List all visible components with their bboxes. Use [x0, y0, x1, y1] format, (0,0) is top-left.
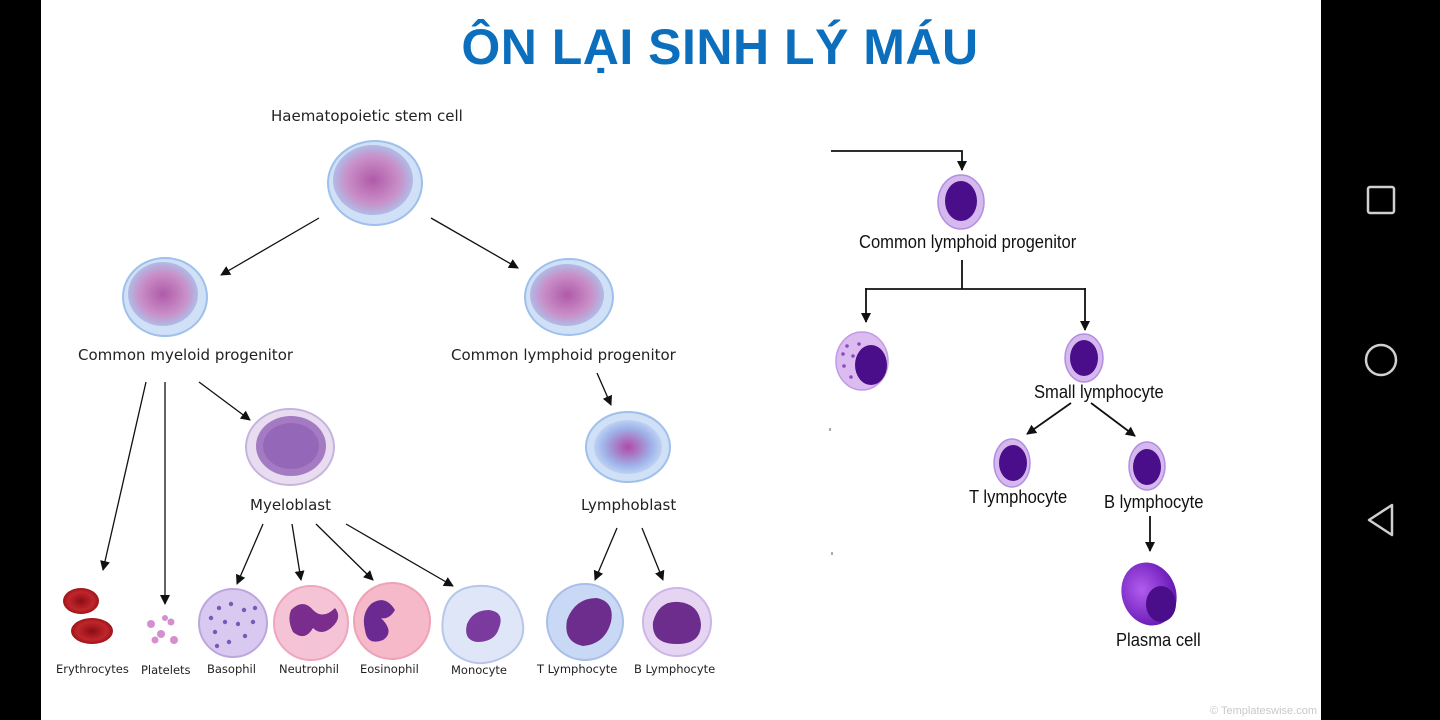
- home-icon: [1364, 343, 1397, 377]
- natural-killer-cell-icon: [835, 331, 889, 391]
- plasma-cell-label: Plasma cell: [1116, 630, 1201, 650]
- page-title: ÔN LẠI SINH LÝ MÁU: [461, 19, 979, 75]
- back-icon: [1367, 503, 1393, 537]
- diagram-graphics: [63, 140, 1177, 665]
- t-lymphocyte-label: T Lymphocyte: [537, 662, 618, 676]
- android-nav-bar: [1321, 0, 1440, 720]
- recent-apps-button[interactable]: [1321, 170, 1440, 230]
- recent-apps-icon: [1366, 185, 1395, 215]
- b-lymphocyte-small-cell-icon: [1128, 441, 1166, 491]
- basophil-label: Basophil: [207, 662, 256, 676]
- b-lymphocyte-cell-icon: [642, 587, 712, 657]
- small-lymphocyte-cell-icon: [1064, 333, 1104, 383]
- t-lymphocyte-small-cell-icon: [993, 438, 1031, 488]
- myeloid-progenitor-cell-icon: [122, 257, 208, 337]
- platelets-label: Platelets: [141, 663, 191, 677]
- platelets-icon: [147, 615, 178, 644]
- stem-cell-label: Haematopoietic stem cell: [271, 107, 463, 125]
- monocyte-icon: [441, 584, 525, 665]
- eosinophil-icon: [353, 582, 431, 660]
- plasma-cell-icon: [1121, 562, 1177, 626]
- lymphoblast-cell-icon: [585, 411, 671, 483]
- lymphoblast-label: Lymphoblast: [581, 496, 677, 514]
- b-lymphocyte-right-label: B lymphocyte: [1104, 492, 1204, 512]
- back-button[interactable]: [1321, 490, 1440, 550]
- myeloblast-cell-icon: [245, 408, 335, 486]
- monocyte-label: Monocyte: [451, 663, 507, 677]
- erythrocytes-icon: [63, 588, 113, 644]
- myeloid-progenitor-label: Common myeloid progenitor: [78, 346, 294, 364]
- right-lymphoid-progenitor-label: Common lymphoid progenitor: [859, 232, 1077, 252]
- lymphoid-progenitor-cell-icon: [524, 258, 614, 336]
- stem-cell-icon: [327, 140, 423, 226]
- myeloblast-label: Myeloblast: [250, 496, 331, 514]
- footer-credit: © Templateswise.com: [1210, 705, 1317, 717]
- lymphoid-progenitor-label: Common lymphoid progenitor: [451, 346, 676, 364]
- right-lymphoid-progenitor-cell-icon: [937, 174, 985, 230]
- t-lymphocyte-right-label: T lymphocyte: [969, 487, 1068, 507]
- eosinophil-label: Eosinophil: [360, 662, 419, 676]
- home-button[interactable]: [1321, 330, 1440, 390]
- b-lymphocyte-label: B Lymphocyte: [634, 662, 716, 676]
- slide: Haematopoietic stem cell Common myeloid …: [41, 0, 1321, 720]
- erythrocytes-label: Erythrocytes: [56, 662, 129, 676]
- neutrophil-label: Neutrophil: [279, 662, 339, 676]
- neutrophil-icon: [273, 585, 349, 661]
- small-lymphocyte-label: Small lymphocyte: [1034, 382, 1164, 402]
- t-lymphocyte-cell-icon: [546, 583, 624, 661]
- basophil-icon: [198, 588, 268, 658]
